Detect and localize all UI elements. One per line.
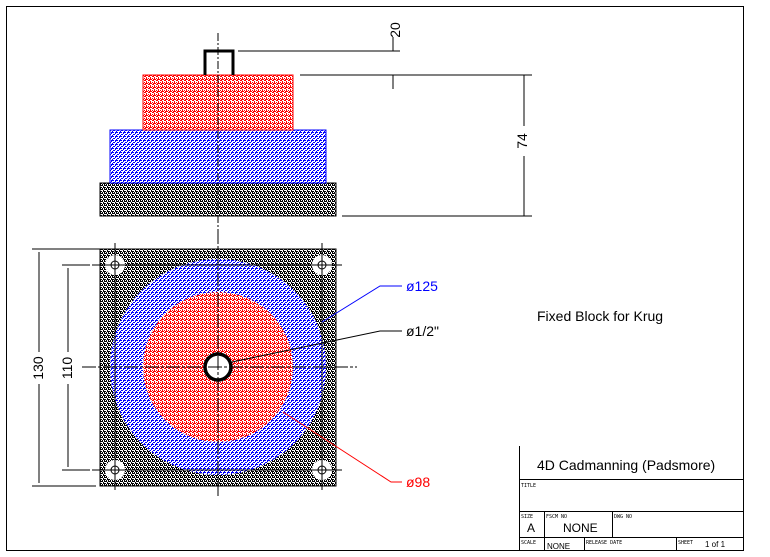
plan-view: 130 110 ø125 ø1/2" ø98 [30,230,439,497]
company-name: 4D Cadmanning (Padsmore) [537,457,715,473]
elevation-view: 20 74 [99,22,532,230]
dim-pin-height: 20 [387,22,403,38]
leader-hole [231,330,402,363]
drawing-border [6,6,744,551]
drawing-note: Fixed Block for Krug [537,308,663,324]
leader-red [282,411,402,483]
label-blue-diameter: ø125 [406,278,438,294]
release-label: RELEASE DATE [586,540,622,546]
label-hole-diameter: ø1/2" [406,323,439,339]
sheet-label: SHEET [678,540,693,546]
size-label: SIZE [521,514,533,520]
dim-outer-size: 130 [30,356,46,380]
size-value: A [527,521,535,535]
fscm-label: FSCM NO [546,514,567,520]
dim-stack-height: 74 [514,133,530,149]
sheet-value: 1 of 1 [705,540,726,549]
scale-value: NONE [547,542,570,551]
fscm-value: NONE [563,521,598,535]
pin [203,49,235,75]
scale-label: SCALE [521,540,536,546]
dim-hole-spacing: 110 [59,357,75,380]
label-red-diameter: ø98 [406,474,430,490]
title-label: TITLE [521,483,536,489]
title-block [519,446,743,551]
dwg-label: DWG NO [614,514,632,520]
leader-blue [321,285,402,323]
